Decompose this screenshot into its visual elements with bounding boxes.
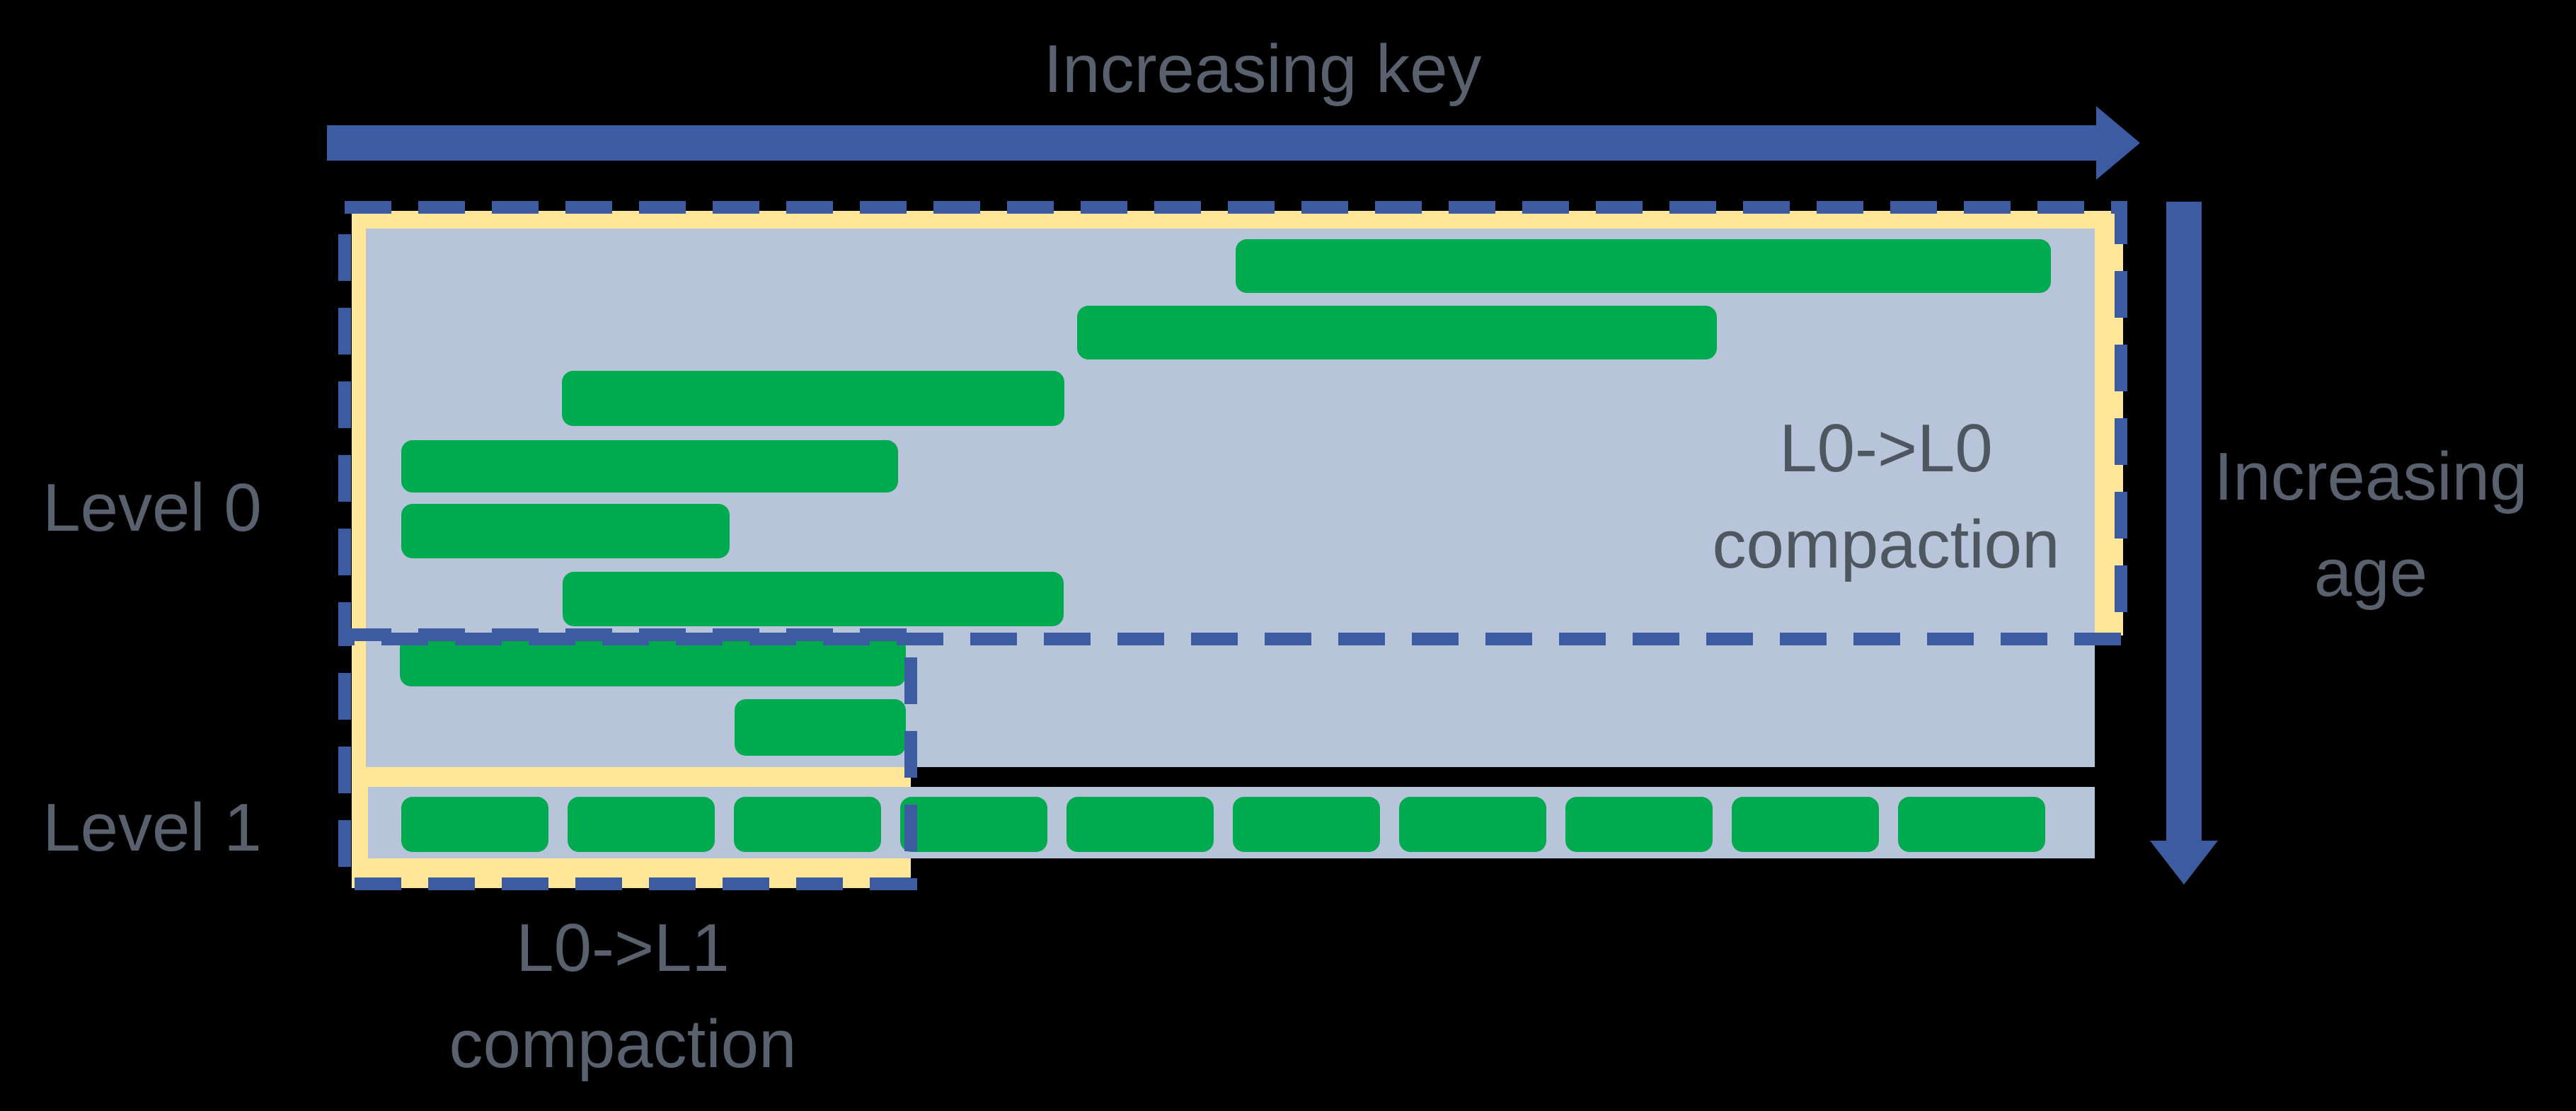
level1-sstable-segment	[1399, 797, 1546, 852]
level1-sstable-segment	[1233, 797, 1380, 852]
l0-l1-compaction-label-line2: compaction	[449, 1006, 797, 1082]
increasing-age-label: Increasing age	[2166, 429, 2576, 621]
l0-l0-compaction-label-line1: L0->L0	[1779, 410, 1993, 486]
level1-sstable-segment	[568, 797, 715, 852]
level1-sstable-segment	[401, 797, 548, 852]
level0-sstable-bar	[562, 371, 1064, 426]
level0-label: Level 0	[42, 470, 262, 546]
increasing-key-label: Increasing key	[1043, 31, 1482, 107]
level0-sstable-bar	[1236, 239, 2051, 293]
level0-sstable-bar	[563, 572, 1064, 626]
level0-sstable-bar	[735, 699, 906, 756]
level1-sstable-segment	[734, 797, 881, 852]
l0-l1-compaction-label: L0->L1 compaction	[340, 900, 906, 1093]
increasing-age-label-line2: age	[2313, 535, 2428, 611]
increasing-key-arrowhead-icon	[2096, 106, 2140, 180]
level1-sstable-segment	[900, 797, 1047, 852]
increasing-age-arrowhead-icon	[2150, 841, 2218, 885]
level1-sstable-segment	[1898, 797, 2045, 852]
l0-l0-compaction-label-line2: compaction	[1712, 507, 2060, 582]
l0-l0-compaction-label: L0->L0 compaction	[1649, 401, 2123, 593]
level1-sstable-segment	[1732, 797, 1879, 852]
level1-label: Level 1	[42, 790, 262, 865]
level0-sstable-bar	[401, 504, 730, 558]
increasing-age-label-line1: Increasing	[2214, 439, 2528, 514]
level1-sstable-segment	[1066, 797, 1214, 852]
level1-sstable-segment	[1565, 797, 1713, 852]
level0-sstable-bar	[401, 440, 898, 493]
level0-sstable-bar	[400, 637, 906, 686]
l0-l1-compaction-label-line1: L0->L1	[516, 910, 730, 986]
level0-sstable-bar	[1077, 306, 1717, 359]
